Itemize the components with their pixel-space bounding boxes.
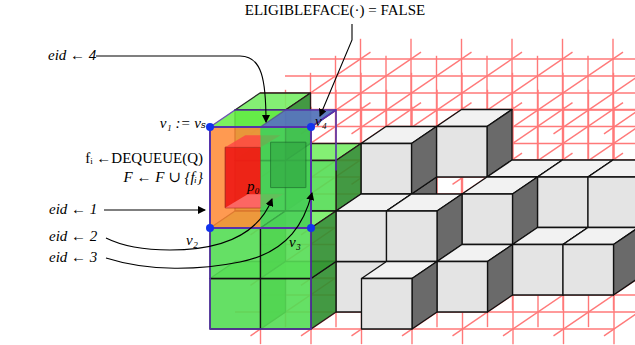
vertex-dot bbox=[206, 224, 214, 232]
cube-side-face bbox=[488, 245, 513, 313]
cube-front-face bbox=[361, 144, 412, 195]
voxel-cube bbox=[387, 194, 463, 262]
leader-line bbox=[106, 193, 312, 268]
leader-line bbox=[106, 199, 272, 250]
cube-top-face bbox=[588, 160, 635, 177]
voxel-cube bbox=[462, 177, 538, 245]
cube-front-face bbox=[462, 194, 513, 245]
voxel-cube bbox=[362, 262, 438, 330]
grid-line bbox=[260, 92, 635, 93]
annotation-label: eid ← 1 bbox=[49, 201, 97, 218]
cube-side-face bbox=[614, 228, 635, 296]
annotation-label: v₁ := vₛ bbox=[160, 115, 206, 132]
cube-front-face bbox=[437, 127, 488, 178]
back-outline bbox=[311, 110, 336, 171]
cube-front-face bbox=[513, 245, 564, 296]
leader-line bbox=[320, 24, 352, 116]
cube-front-face bbox=[387, 211, 438, 262]
voxel-cube bbox=[563, 228, 635, 296]
lattice-grid bbox=[210, 39, 635, 344]
face-outline bbox=[210, 127, 311, 228]
annotation-label: v₃ bbox=[289, 234, 301, 251]
column-outline bbox=[210, 228, 311, 329]
annotation-label: p₀ bbox=[247, 178, 260, 195]
grid-line bbox=[604, 52, 635, 134]
cube-front-face bbox=[210, 279, 261, 330]
cube-front-face bbox=[362, 279, 413, 330]
cube-front-face bbox=[261, 279, 312, 330]
predicate-note: ELIGIBLEFACE(·) = FALSE bbox=[245, 2, 425, 19]
voxel-cubes bbox=[210, 93, 635, 329]
cube-side-face bbox=[412, 262, 437, 330]
vertex-dot bbox=[307, 224, 315, 232]
inner-cube-face bbox=[271, 142, 306, 187]
annotation-label: fᵢ ←DEQUEUE(Q) bbox=[85, 150, 203, 167]
cube-front-face bbox=[261, 228, 312, 279]
cube-front-face bbox=[210, 228, 261, 279]
vertex-dot bbox=[206, 123, 214, 131]
annotation-label: eid ← 4 bbox=[48, 47, 96, 64]
cube-front-face bbox=[563, 245, 614, 296]
voxel-cube bbox=[437, 110, 513, 178]
voxel-cube bbox=[361, 127, 437, 195]
annotation-label: F ← F ∪ {fᵢ} bbox=[124, 169, 203, 186]
annotation-label: eid ← 2 bbox=[49, 228, 97, 245]
cube-side-face bbox=[311, 211, 336, 279]
cube-front-face bbox=[538, 177, 589, 228]
voxel-cube bbox=[437, 245, 513, 313]
cube-front-face bbox=[336, 211, 387, 262]
vertex-dot bbox=[307, 123, 315, 131]
leader-line bbox=[96, 56, 266, 122]
green-face bbox=[261, 127, 312, 228]
highlight-block bbox=[210, 110, 336, 329]
voxel-cube bbox=[588, 160, 635, 228]
cube-front-face bbox=[588, 177, 635, 228]
cube-side-face bbox=[412, 127, 437, 195]
annotation-label: v₄ bbox=[315, 113, 327, 130]
cube-front-face bbox=[437, 262, 488, 313]
leader-line bbox=[104, 209, 205, 210]
leader-lines bbox=[96, 24, 352, 268]
annotation-label: eid ← 3 bbox=[49, 249, 97, 266]
annotation-label: v₂ bbox=[186, 232, 198, 249]
